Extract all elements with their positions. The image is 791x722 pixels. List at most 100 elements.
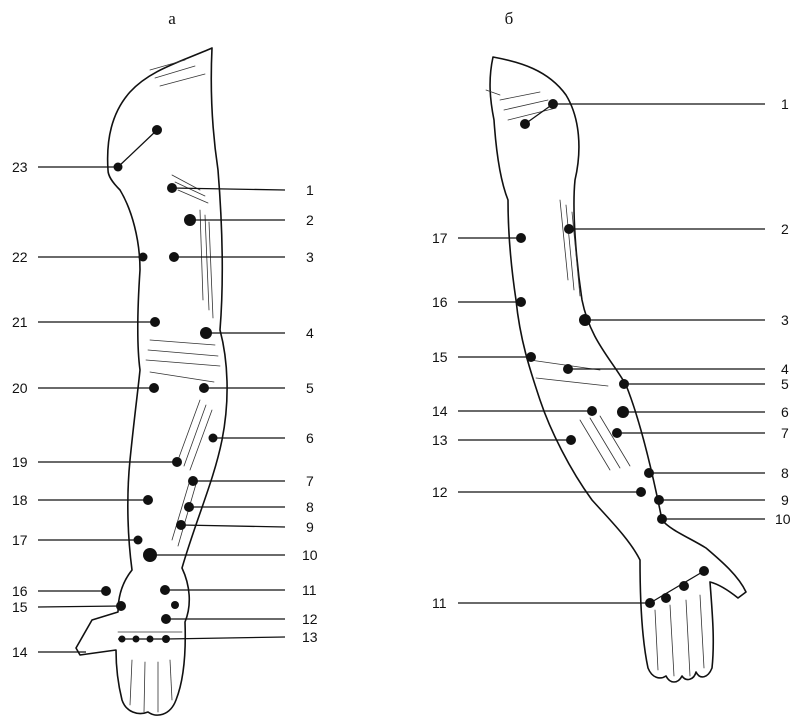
- point-a-2: [184, 214, 196, 226]
- point-a-13d: [162, 635, 170, 643]
- point-a-18: [143, 495, 153, 505]
- label-a-2: 2: [306, 212, 314, 228]
- label-a-23: 23: [12, 159, 28, 175]
- label-a-21: 21: [12, 314, 28, 330]
- point-a-4: [200, 327, 212, 339]
- label-a-15: 15: [12, 599, 28, 615]
- label-b-17: 17: [432, 230, 448, 246]
- label-b-9: 9: [781, 492, 789, 508]
- point-a-6: [209, 434, 218, 443]
- label-a-10: 10: [302, 547, 318, 563]
- point-a-16: [101, 586, 111, 596]
- label-b-13: 13: [432, 432, 448, 448]
- panel-b-right-leaders: [525, 104, 765, 519]
- label-a-11: 11: [302, 582, 317, 598]
- point-b-11c: [679, 581, 689, 591]
- label-b-1: 1: [781, 96, 789, 112]
- panel-b-points: [516, 99, 709, 608]
- label-a-16: 16: [12, 583, 28, 599]
- panel-b-right-labels: 1 2 3 4 5 6 7 8 9 10: [775, 96, 791, 527]
- point-a-5: [199, 383, 209, 393]
- label-a-5: 5: [306, 380, 314, 396]
- panel-a: а: [12, 9, 318, 715]
- point-b-12: [636, 487, 646, 497]
- point-b-8: [644, 468, 654, 478]
- label-b-16: 16: [432, 294, 448, 310]
- point-b-15: [526, 352, 536, 362]
- point-b-10: [657, 514, 667, 524]
- point-b-11a: [645, 598, 655, 608]
- point-a-23-upper: [152, 125, 162, 135]
- point-b-1: [548, 99, 558, 109]
- point-a-23: [114, 163, 123, 172]
- label-b-6: 6: [781, 404, 789, 420]
- point-b-16: [516, 297, 526, 307]
- label-b-14: 14: [432, 403, 448, 419]
- label-b-10: 10: [775, 511, 791, 527]
- point-b-11b: [661, 593, 671, 603]
- label-a-14: 14: [12, 644, 28, 660]
- label-b-3: 3: [781, 312, 789, 328]
- point-b-11d: [699, 566, 709, 576]
- label-a-13: 13: [302, 629, 318, 645]
- point-b-3: [579, 314, 591, 326]
- label-b-2: 2: [781, 221, 789, 237]
- label-a-4: 4: [306, 325, 314, 341]
- label-b-7: 7: [781, 425, 789, 441]
- label-a-19: 19: [12, 454, 28, 470]
- label-b-11: 11: [432, 595, 447, 611]
- panel-b: б: [432, 9, 791, 682]
- panel-b-title: б: [505, 9, 514, 28]
- point-a-10: [143, 548, 157, 562]
- point-a-11: [160, 585, 170, 595]
- arm-a-outline: [76, 48, 227, 715]
- label-a-17: 17: [12, 532, 28, 548]
- label-a-20: 20: [12, 380, 28, 396]
- label-a-12: 12: [302, 611, 318, 627]
- label-a-8: 8: [306, 499, 314, 515]
- panel-a-left-labels: 14 15 16 17 18 19 20 21 22 23: [12, 159, 28, 660]
- point-b-2: [564, 224, 574, 234]
- point-a-3: [169, 252, 179, 262]
- point-a-13b: [133, 636, 140, 643]
- point-a-9: [176, 520, 186, 530]
- panel-a-points: [101, 125, 218, 643]
- point-a-17: [134, 536, 143, 545]
- label-a-9: 9: [306, 519, 314, 535]
- arm-b-shading: [486, 90, 704, 676]
- point-a-15: [116, 601, 126, 611]
- label-a-22: 22: [12, 249, 28, 265]
- label-b-5: 5: [781, 376, 789, 392]
- point-a-13a: [119, 636, 126, 643]
- label-b-12: 12: [432, 484, 448, 500]
- point-b-14: [587, 406, 597, 416]
- panel-a-title: а: [168, 9, 176, 28]
- point-b-13: [566, 435, 576, 445]
- label-a-3: 3: [306, 249, 314, 265]
- label-a-1: 1: [306, 182, 314, 198]
- point-b-5: [619, 379, 629, 389]
- point-a-12: [161, 614, 171, 624]
- point-a-21: [150, 317, 160, 327]
- label-b-8: 8: [781, 465, 789, 481]
- point-a-19: [172, 457, 182, 467]
- point-b-1-lower: [520, 119, 530, 129]
- panel-a-right-labels: 1 2 3 4 5 6 7 8 9 10 11 12 13: [302, 182, 318, 645]
- point-b-4: [563, 364, 573, 374]
- label-b-4: 4: [781, 361, 789, 377]
- point-a-extra: [171, 601, 179, 609]
- label-a-6: 6: [306, 430, 314, 446]
- panel-b-left-labels: 11 12 13 14 15 16 17: [432, 230, 448, 611]
- point-b-9: [654, 495, 664, 505]
- label-b-15: 15: [432, 349, 448, 365]
- point-a-8: [184, 502, 194, 512]
- point-a-22: [139, 253, 148, 262]
- label-a-18: 18: [12, 492, 28, 508]
- label-a-7: 7: [306, 473, 314, 489]
- point-b-7: [612, 428, 622, 438]
- point-b-17: [516, 233, 526, 243]
- point-a-20: [149, 383, 159, 393]
- point-b-6: [617, 406, 629, 418]
- point-a-13c: [147, 636, 154, 643]
